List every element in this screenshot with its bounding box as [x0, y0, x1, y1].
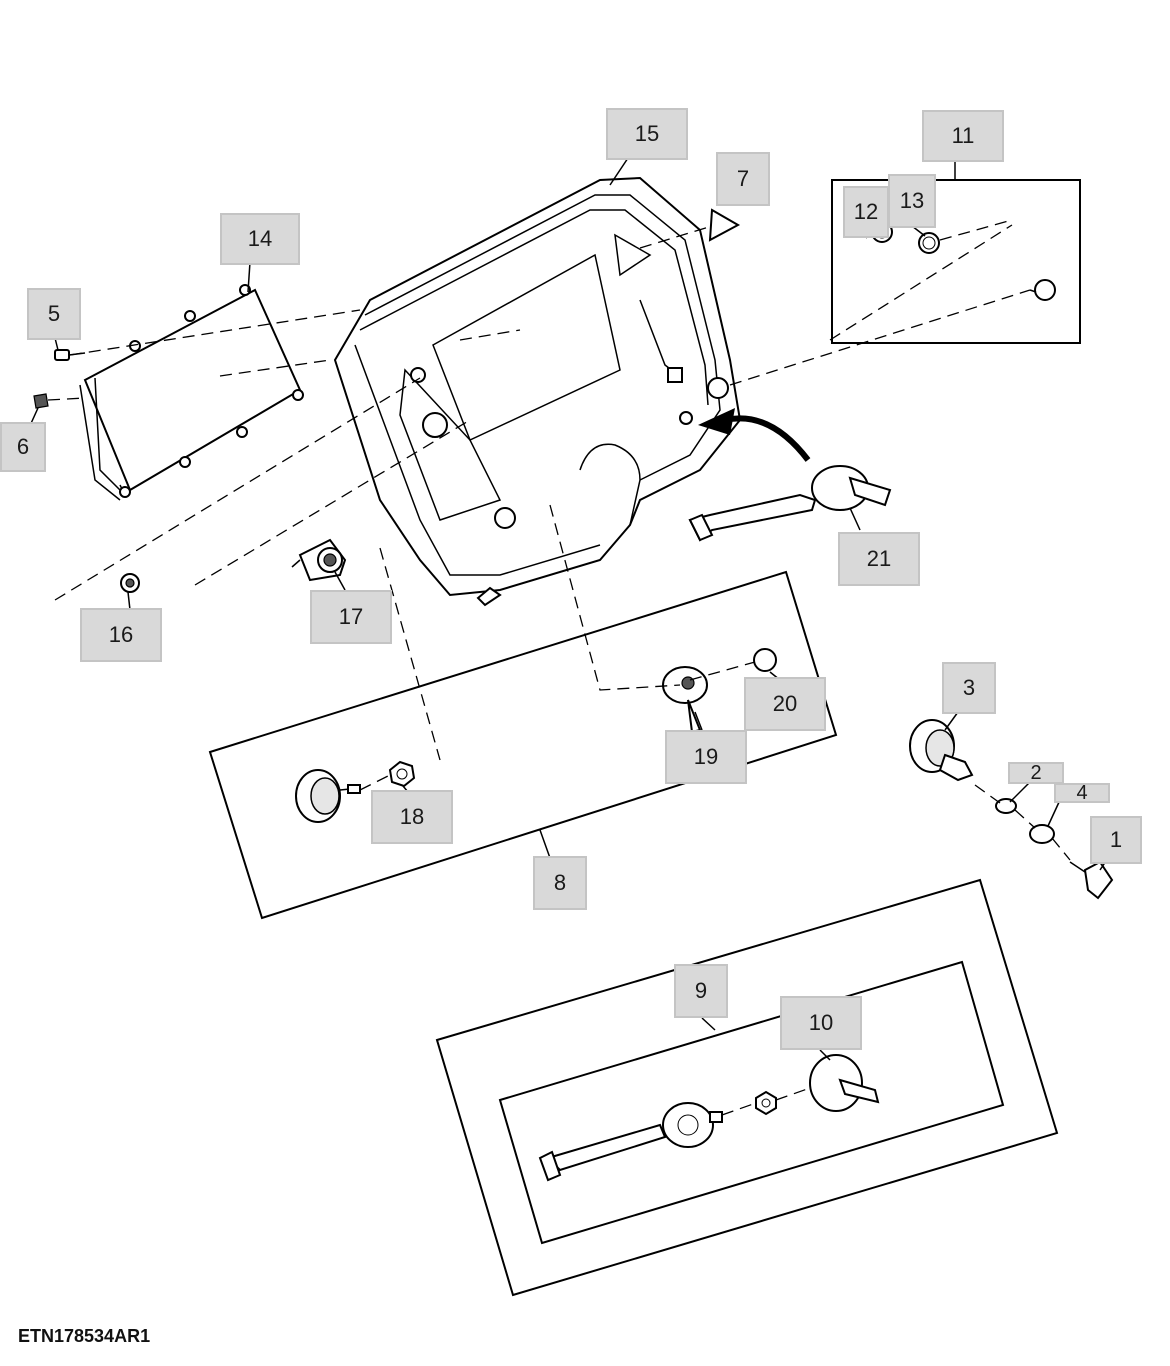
callout-13: 13	[888, 174, 936, 228]
callout-11: 11	[922, 110, 1004, 162]
switch-cable-assembly	[538, 1102, 723, 1182]
callout-16: 16	[80, 608, 162, 662]
callout-10: 10	[780, 996, 862, 1050]
callout-3: 3	[942, 662, 996, 714]
callout-9: 9	[674, 964, 728, 1018]
callout-1: 1	[1090, 816, 1142, 864]
kit-box-11	[831, 179, 1081, 344]
kit-box-8	[208, 570, 838, 920]
nut-part-18	[388, 760, 416, 788]
callout-14: 14	[220, 213, 300, 265]
leader-lines	[27, 157, 1109, 1116]
callout-6: 6	[0, 422, 46, 472]
callout-2: 2	[1008, 762, 1064, 784]
display-cluster	[79, 284, 304, 501]
callout-21: 21	[838, 532, 920, 586]
indicator-lamp	[1029, 279, 1056, 301]
callout-5: 5	[27, 288, 81, 340]
callout-4: 4	[1054, 782, 1110, 804]
callout-17: 17	[310, 590, 392, 644]
nut-part-4	[1029, 824, 1055, 844]
plug-part-16	[120, 573, 140, 593]
nut-small	[755, 1090, 777, 1116]
instrument-panel-housing	[333, 176, 742, 607]
callout-18: 18	[371, 790, 453, 844]
direction-arrow	[698, 408, 811, 462]
ignition-switch-part-3	[909, 719, 974, 782]
callout-15: 15	[606, 108, 688, 160]
kit-box-9	[435, 878, 1059, 1297]
clip-part-6	[33, 393, 49, 409]
callout-7: 7	[716, 152, 770, 206]
lens-triangle	[708, 208, 741, 242]
callout-12: 12	[843, 186, 889, 238]
callout-8: 8	[533, 856, 587, 910]
cap-part-20	[753, 648, 777, 672]
figure-id: ETN178534AR1	[18, 1326, 151, 1346]
switch-part-17	[291, 538, 347, 582]
washer-part-2	[995, 798, 1017, 814]
key-part-1	[1069, 860, 1114, 900]
rotary-switch-body	[295, 769, 361, 823]
switch-part-21	[688, 465, 892, 542]
knob-part-10	[809, 1054, 880, 1112]
callout-19: 19	[665, 730, 747, 784]
callout-20: 20	[744, 677, 826, 731]
